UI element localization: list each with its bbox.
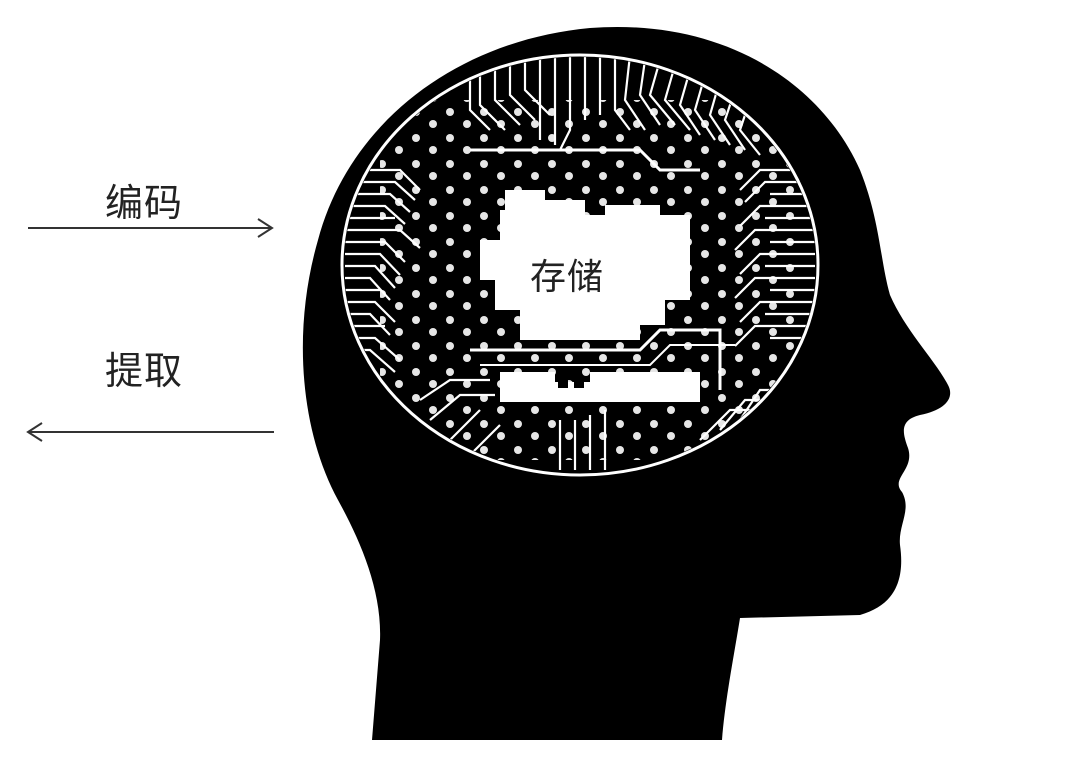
storage-chip	[480, 190, 690, 340]
encode-label: 编码	[105, 181, 184, 225]
encode-arrow	[28, 218, 274, 238]
retrieve-label: 提取	[105, 349, 184, 393]
retrieve-arrow	[26, 422, 274, 442]
circuit-brain	[340, 53, 820, 477]
storage-label: 存储	[530, 257, 605, 298]
